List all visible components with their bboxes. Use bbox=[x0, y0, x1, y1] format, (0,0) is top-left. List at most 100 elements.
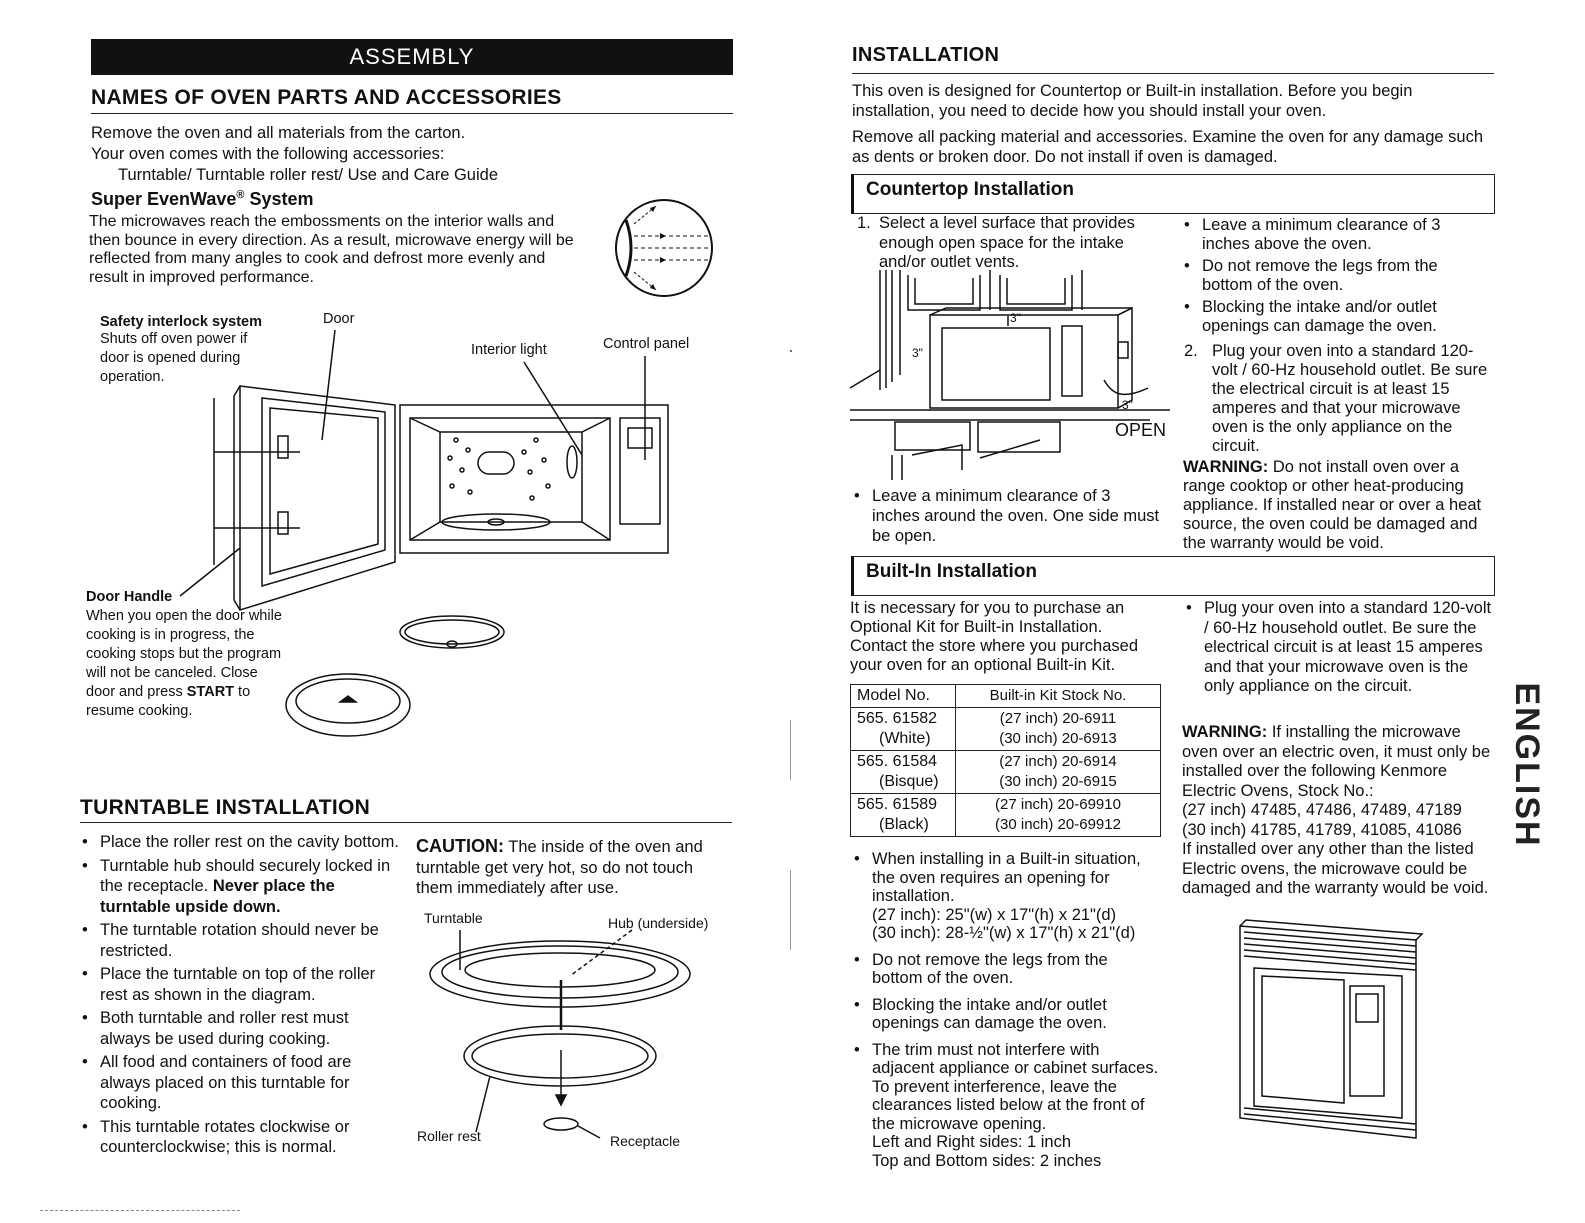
door-handle-text-1: When you open the door while cooking is … bbox=[86, 608, 282, 700]
caution-text: CAUTION: The inside of the oven and turn… bbox=[416, 836, 734, 899]
builtin-diagram bbox=[1239, 919, 1424, 1139]
ct-step-2: 2. Plug your oven into a standard 120-vo… bbox=[1184, 342, 1492, 456]
ct-right-bullets: Leave a minimum clearance of 3 inches ab… bbox=[1182, 216, 1487, 339]
intro-line-2: Your oven comes with the following acces… bbox=[91, 145, 445, 163]
kit-30: (30 inch) 20-6915 bbox=[999, 773, 1117, 790]
kit-color: (Bisque) bbox=[879, 773, 939, 790]
install-p2: Remove all packing material and accessor… bbox=[852, 128, 1483, 166]
bi-bullet: The trim must not interfere with adjacen… bbox=[852, 1041, 1162, 1171]
names-rule bbox=[91, 113, 733, 114]
turntable-diagram bbox=[429, 929, 691, 1139]
door-handle-text: When you open the door while cooking is … bbox=[86, 607, 282, 721]
ct-warning: WARNING: Do not install oven over a rang… bbox=[1183, 458, 1493, 553]
side-tab-english: ENGLISH bbox=[1508, 670, 1548, 860]
label-open: OPEN bbox=[1115, 420, 1167, 440]
door-handle-block: Door Handle When you open the door while… bbox=[86, 588, 286, 721]
bi-bullet: Do not remove the legs from the bottom o… bbox=[852, 951, 1162, 988]
countertop-header: Countertop Installation bbox=[851, 174, 1495, 214]
label-turntable: Turntable bbox=[424, 910, 483, 926]
bi-stock-27: (27 inch) 47485, 47486, 47489, 47189 bbox=[1182, 801, 1462, 819]
builtin-title: Built-In Installation bbox=[866, 561, 1037, 582]
bi-bullet: When installing in a Built-in situation,… bbox=[852, 850, 1162, 943]
bi-stock-30: (30 inch) 41785, 41789, 41085, 41086 bbox=[1182, 820, 1462, 839]
label-3in-top: 3" bbox=[1010, 311, 1021, 325]
kit-header-model: Model No. bbox=[850, 684, 956, 708]
turntable-bullet: All food and containers of food are alwa… bbox=[80, 1052, 400, 1114]
bi-warning-tail: If installed over any other than the lis… bbox=[1182, 840, 1489, 897]
side-tab-label: ENGLISH bbox=[1508, 682, 1546, 848]
countertop-diagram bbox=[849, 270, 1170, 480]
scan-mark bbox=[790, 870, 791, 950]
evenwave-reg: ® bbox=[236, 189, 245, 201]
ct-step-2-num: 2. bbox=[1184, 342, 1198, 360]
countertop-title: Countertop Installation bbox=[866, 179, 1074, 200]
ct-left-bullets: Leave a minimum clearance of 3 inches ar… bbox=[852, 486, 1162, 549]
kit-color: (Black) bbox=[879, 816, 929, 833]
bi-warning-para: WARNING: If installing the microwave ove… bbox=[1182, 723, 1492, 801]
table-row: 565. 61584(Bisque) (27 inch) 20-6914(30 … bbox=[850, 750, 1161, 794]
bi-dim-27: (27 inch): 25"(w) x 17"(h) x 21"(d) bbox=[872, 905, 1117, 924]
turntable-bullet-bold: Never place the turntable upside down. bbox=[100, 877, 335, 916]
bi-bullet: Blocking the intake and/or outlet openin… bbox=[852, 996, 1162, 1033]
label-interior-light: Interior light bbox=[471, 342, 547, 358]
kit-stock-cell: (27 inch) 20-69910 (30 inch) 20-69912 bbox=[955, 793, 1161, 837]
evenwave-diagram bbox=[615, 199, 713, 297]
safety-text: Shuts off oven power if door is opened d… bbox=[100, 331, 248, 385]
installation-title: INSTALLATION bbox=[852, 44, 1000, 66]
bi-warning-text: If installing the microwave oven over an… bbox=[1182, 723, 1491, 800]
safety-block: Safety interlock system Shuts off oven p… bbox=[100, 314, 280, 387]
kit-model-cell: 565. 61584 (Bisque) bbox=[850, 750, 956, 794]
bi-bullet-text: When installing in a Built-in situation,… bbox=[872, 850, 1141, 905]
table-row: 565. 61589 (Black) (27 inch) 20-69910 (30 … bbox=[850, 793, 1161, 837]
bi-bullet-text: The trim must not interfere with adjacen… bbox=[872, 1040, 1159, 1133]
ct-step-2-text: Plug your oven into a standard 120-volt … bbox=[1212, 342, 1488, 455]
ct-left-bullet: Leave a minimum clearance of 3 inches ar… bbox=[852, 486, 1162, 546]
builtin-header: Built-In Installation bbox=[851, 556, 1495, 596]
turntable-bullet: The turntable rotation should never be r… bbox=[80, 920, 400, 961]
bi-warning-label: WARNING: bbox=[1182, 723, 1268, 741]
ct-right-bullet: Do not remove the legs from the bottom o… bbox=[1182, 257, 1487, 295]
scan-mark bbox=[790, 720, 791, 780]
evenwave-title-sys: System bbox=[244, 189, 314, 209]
label-3in-right: 3" bbox=[1122, 398, 1133, 412]
installation-rule bbox=[852, 73, 1494, 74]
ct-step-1: 1. Select a level surface that provides … bbox=[857, 214, 1157, 273]
kit-27: (27 inch) 20-6911 bbox=[999, 710, 1117, 727]
turntable-bullets: Place the roller rest on the cavity bott… bbox=[80, 832, 400, 1161]
turntable-rule bbox=[80, 822, 732, 823]
turntable-bullet: Both turntable and roller rest must alwa… bbox=[80, 1008, 400, 1049]
kit-table: Model No. Built-in Kit Stock No. 565. 61… bbox=[850, 684, 1161, 837]
label-hub: Hub (underside) bbox=[608, 915, 709, 931]
bi-bullets: When installing in a Built-in situation,… bbox=[852, 850, 1162, 1173]
kit-model-cell: 565. 61589 (Black) bbox=[850, 793, 956, 837]
kit-model: 565. 61584 bbox=[857, 753, 938, 770]
door-handle-title: Door Handle bbox=[86, 589, 173, 605]
ct-warning-text: Do not install oven over a range cooktop… bbox=[1183, 458, 1482, 552]
kit-27: (27 inch) 20-69910 bbox=[995, 796, 1121, 813]
kit-30: (30 inch) 20-6913 bbox=[999, 730, 1117, 747]
intro-line-1: Remove the oven and all materials from t… bbox=[91, 124, 466, 142]
ct-warning-label: WARNING: bbox=[1183, 458, 1269, 476]
kit-stock-cell: (27 inch) 20-6911 (30 inch) 20-6913 bbox=[955, 707, 1161, 751]
install-p1: This oven is designed for Countertop or … bbox=[852, 82, 1413, 120]
scan-mark bbox=[40, 1210, 240, 1212]
evenwave-title: Super EvenWave® System bbox=[91, 189, 314, 210]
turntable-title: TURNTABLE INSTALLATION bbox=[80, 796, 371, 819]
ct-step-1-text: Select a level surface that provides eno… bbox=[879, 214, 1135, 271]
evenwave-text: The microwaves reach the embossments on … bbox=[89, 213, 574, 286]
intro-block: Remove the oven and all materials from t… bbox=[91, 123, 731, 186]
label-receptacle: Receptacle bbox=[610, 1133, 681, 1149]
evenwave-title-main: Super EvenWave bbox=[91, 189, 237, 209]
kit-30: (30 inch) 20-69912 bbox=[995, 816, 1121, 833]
bi-right-bullet: Plug your oven into a standard 120-volt … bbox=[1184, 599, 1494, 697]
turntable-bullet: Place the roller rest on the cavity bott… bbox=[80, 832, 400, 853]
kit-model: 565. 61589 bbox=[857, 796, 938, 813]
turntable-bullet: This turntable rotates clockwise or coun… bbox=[80, 1117, 400, 1158]
table-row: 565. 61582(White) (27 inch) 20-6911(30 i… bbox=[850, 707, 1161, 751]
turntable-bullet: Turntable hub should securely locked in … bbox=[80, 856, 400, 918]
kit-color: (White) bbox=[879, 730, 931, 747]
bi-text: It is necessary for you to purchase an O… bbox=[850, 599, 1139, 674]
turntable-bullet: Place the turntable on top of the roller… bbox=[80, 964, 400, 1005]
oven-diagram bbox=[179, 329, 669, 737]
assembly-bar: ASSEMBLY bbox=[91, 39, 733, 75]
